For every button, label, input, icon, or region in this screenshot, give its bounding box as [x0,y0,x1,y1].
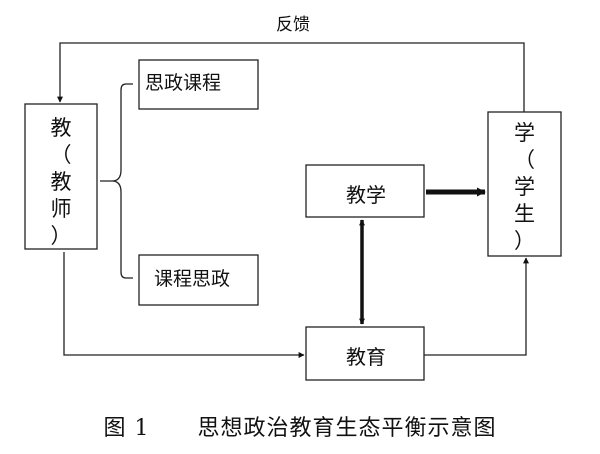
teacher-char-0: 教 [50,116,72,140]
teaching-label: 教学 [346,183,386,207]
sizheng-course-box [138,59,259,110]
teacher-label: 教 （ 教 师 ） [25,115,97,249]
figure-number: 图 1 [103,416,150,441]
feedback-label: 反馈 [276,15,310,35]
education-to-student-arrow [424,257,529,356]
student-char-1: （ [514,147,535,172]
teacher-box [24,103,98,250]
teacher-char-4: ） [50,223,72,248]
course-sizheng-box [138,254,259,306]
student-char-4: ） [514,228,535,253]
teacher-char-2: 教 [50,169,72,194]
feedback-arrow [57,42,525,112]
teacher-char-1: （ [50,142,72,167]
teacher-char-3: 师 [50,196,72,221]
teaching-box [305,164,425,218]
teacher-to-education-arrow [63,252,305,358]
brace-connector [100,83,133,279]
diagram-canvas [24,42,562,381]
sizheng-course-label: 思政课程 [145,72,222,94]
student-char-0: 学 [514,121,535,145]
student-char-2: 学 [514,174,535,199]
student-char-3: 生 [514,201,535,226]
education-label: 教育 [346,345,386,369]
student-box [487,111,562,257]
education-box [305,326,425,381]
figure-caption: 图 1 思想政治教育生态平衡示意图 [0,410,600,442]
figure-title: 思想政治教育生态平衡示意图 [197,416,497,441]
student-label: 学 （ 学 生 ） [488,120,561,254]
course-sizheng-label: 课程思政 [154,268,231,290]
